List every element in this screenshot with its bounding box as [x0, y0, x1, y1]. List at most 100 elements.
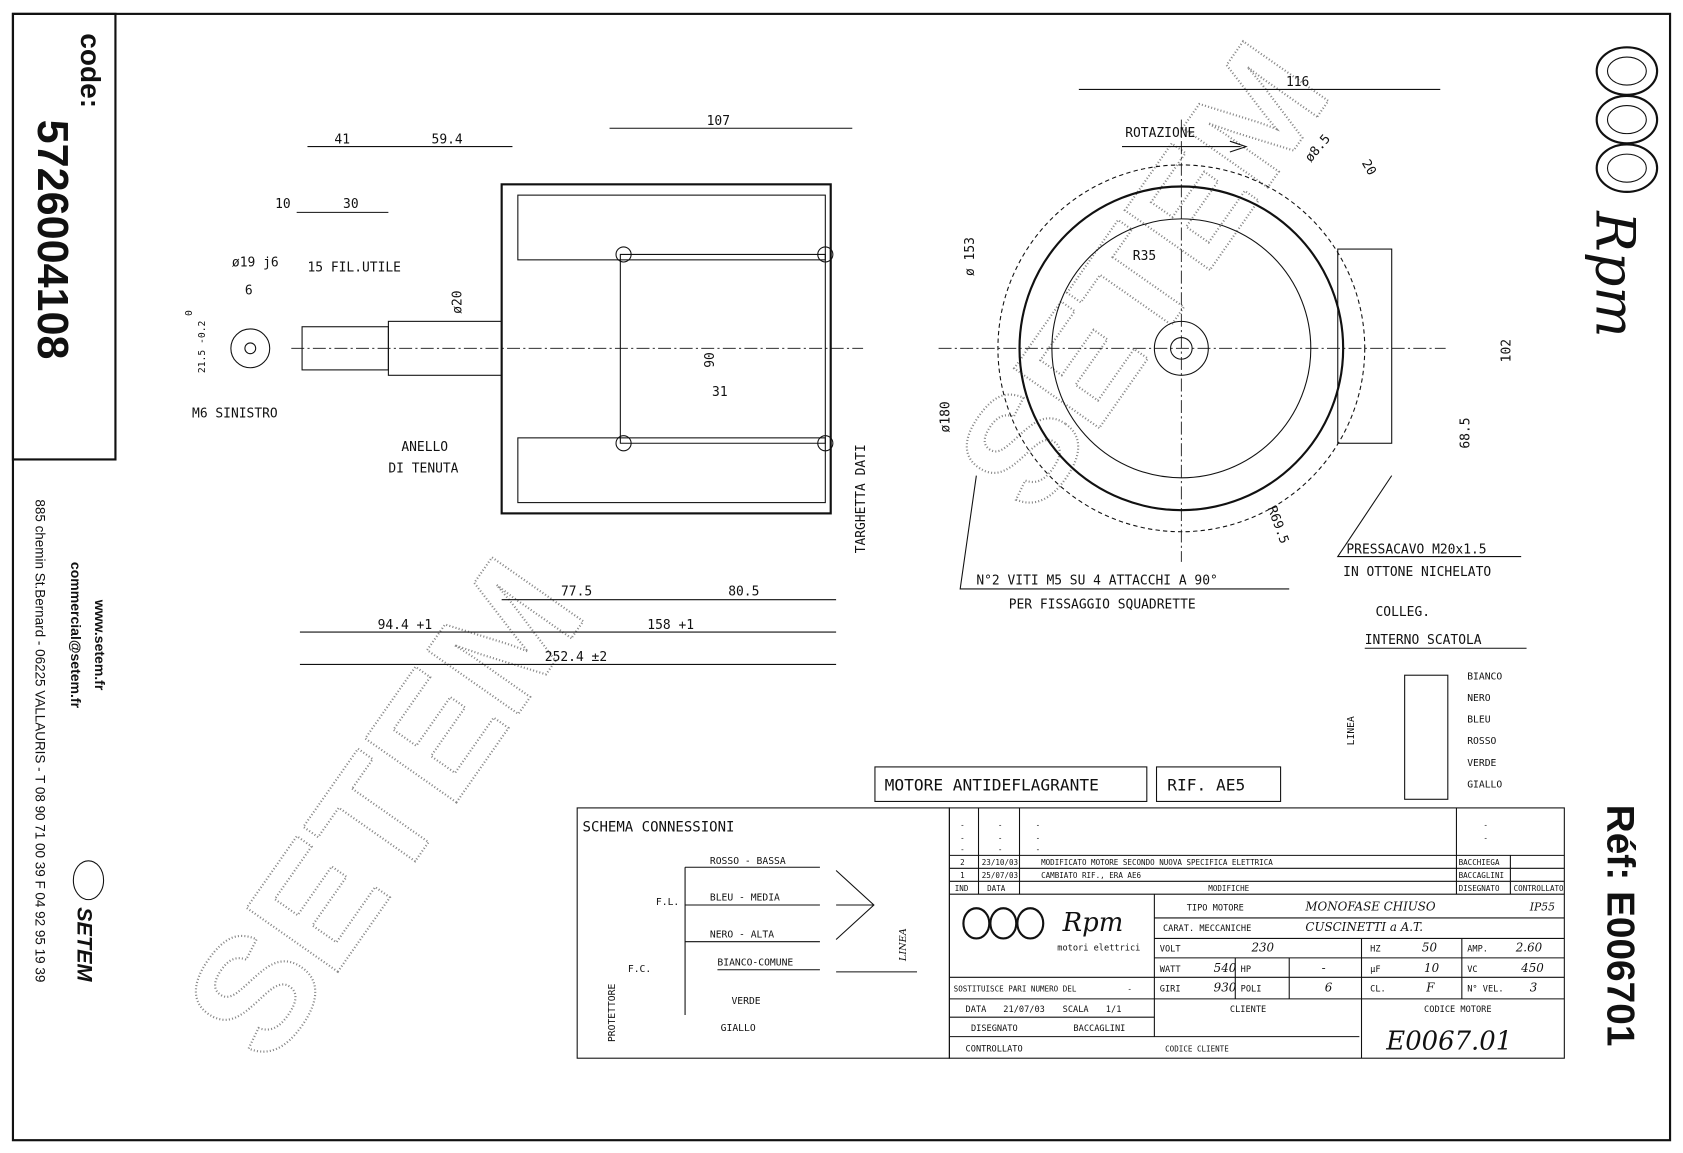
- svg-text:POLI: POLI: [1241, 984, 1262, 994]
- reference-number: Réf: E006701: [1598, 805, 1641, 1047]
- svg-text:MODIFICATO MOTORE SECONDO NUOV: MODIFICATO MOTORE SECONDO NUOVA SPECIFIC…: [1041, 858, 1273, 867]
- dim-153: ø 153: [963, 237, 978, 276]
- uf-value: 10: [1424, 961, 1440, 975]
- svg-text:CL.: CL.: [1370, 984, 1386, 994]
- setem-logo-icon: [72, 860, 105, 901]
- dim-90: 90: [703, 352, 718, 368]
- dim-30: 30: [343, 197, 359, 212]
- schema-wire-rosso: ROSSO - BASSA: [710, 856, 786, 867]
- svg-text:IND: IND: [955, 884, 969, 893]
- label-antideflagrante: MOTORE ANTIDEFLAGRANTE: [885, 776, 1099, 795]
- dim-20-front: 20: [1358, 157, 1379, 178]
- connection-schema: SCHEMA CONNESSIONI ROSSO - BASSA BLEU - …: [576, 807, 950, 1059]
- note-fissaggio: PER FISSAGGIO SQUADRETTE: [1009, 597, 1196, 612]
- motor-body: [500, 183, 832, 515]
- terminal-title-2: INTERNO SCATOLA: [1365, 633, 1482, 648]
- svg-text:WATT: WATT: [1160, 965, 1181, 975]
- sidebar: code: 5726004108 www.setem.fr commercial…: [11, 12, 117, 982]
- dim-r35: R35: [1133, 249, 1156, 264]
- poli-value: 6: [1325, 980, 1333, 994]
- dim-158: 158 +1: [647, 618, 694, 633]
- email-link[interactable]: commercial@setem.fr: [68, 562, 84, 709]
- rpm-logo-icon: [1595, 46, 1659, 193]
- dim-68-5: 68.5: [1458, 418, 1473, 449]
- side-view: 41 59.4 107 10 30 ø19 j6 15 FIL.UTILE 6 …: [184, 114, 869, 665]
- svg-text:HZ: HZ: [1370, 944, 1380, 954]
- svg-text:GIRI: GIRI: [1160, 984, 1181, 994]
- svg-text:VOLT: VOLT: [1160, 944, 1181, 954]
- dim-94-4: 94.4 +1: [378, 618, 433, 633]
- dim-21-5-upper: 0: [184, 310, 195, 316]
- label-di-tenuta: DI TENUTA: [388, 461, 458, 476]
- vc-value: 450: [1520, 961, 1544, 975]
- label-rotazione: ROTAZIONE: [1125, 126, 1195, 141]
- volt-value: 230: [1250, 940, 1274, 954]
- svg-text:CONTROLLATO: CONTROLLATO: [1514, 884, 1564, 893]
- schema-protettore: PROTETTORE: [607, 984, 618, 1042]
- svg-text:DATA: DATA: [987, 884, 1006, 893]
- disegnato-value: BACCAGLINI: [1073, 1024, 1125, 1034]
- svg-text:DISEGNATO: DISEGNATO: [971, 1024, 1018, 1034]
- dim-6: 6: [245, 283, 253, 298]
- svg-text:HP: HP: [1241, 965, 1251, 975]
- code-label: code:: [75, 33, 106, 108]
- terminal-title-1: COLLEG.: [1376, 605, 1431, 620]
- svg-text:-: -: [998, 820, 1003, 829]
- schema-title: SCHEMA CONNESSIONI: [583, 820, 735, 836]
- dim-102: 102: [1499, 339, 1514, 362]
- wire-nero: NERO: [1467, 693, 1490, 704]
- svg-text:-: -: [1127, 984, 1132, 993]
- dim-31: 31: [712, 385, 728, 400]
- setem-brand: SETEM: [73, 907, 98, 982]
- svg-text:CAMBIATO RIF., ERA AE6: CAMBIATO RIF., ERA AE6: [1041, 871, 1141, 880]
- date-value: 21/07/03: [1003, 1005, 1045, 1015]
- antideflagrante-box: [874, 766, 1148, 802]
- codice-motore-value: E0067.01: [1385, 1027, 1512, 1057]
- label-rif: RIF. AE5: [1167, 776, 1245, 795]
- svg-text:-: -: [960, 820, 965, 829]
- terminal-block: [1404, 674, 1449, 800]
- svg-text:AMP.: AMP.: [1467, 944, 1488, 954]
- svg-text:MODIFICHE: MODIFICHE: [1208, 884, 1249, 893]
- front-view: ROTAZIONE 116 ø 153 ø180 R35 102 68.5 R6…: [938, 75, 1522, 612]
- rpm-title-logo: Rpm motori elettrici: [962, 907, 1140, 953]
- svg-text:-: -: [1036, 833, 1041, 842]
- note-viti: N°2 VITI M5 SU 4 ATTACCHI A 90°: [976, 574, 1217, 589]
- watt-value: 540: [1214, 961, 1237, 975]
- rif-box: [1155, 766, 1282, 802]
- schema-wire-bianco: BIANCO-COMUNE: [717, 957, 793, 968]
- svg-text:-: -: [1483, 820, 1488, 829]
- giri-value: 930: [1214, 980, 1237, 994]
- schema-giallo: GIALLO: [721, 1023, 756, 1034]
- svg-text:2: 2: [960, 858, 965, 867]
- dim-180: ø180: [938, 401, 953, 432]
- svg-text:-: -: [960, 845, 965, 854]
- carat-value: CUSCINETTI a A.T.: [1305, 920, 1423, 934]
- svg-text:-: -: [998, 833, 1003, 842]
- label-targhetta-dati: TARGHETTA DATI: [854, 444, 869, 553]
- vel-value: 3: [1530, 980, 1538, 994]
- svg-text:-: -: [1036, 820, 1041, 829]
- cliente-label: CLIENTE: [1230, 1005, 1266, 1015]
- scala-value: 1/1: [1106, 1005, 1122, 1015]
- svg-text:25/07/03: 25/07/03: [982, 871, 1018, 880]
- svg-text:Rpm: Rpm: [1062, 908, 1124, 938]
- dim-15-fil-utile: 15 FIL.UTILE: [307, 261, 400, 276]
- label-anello: ANELLO: [401, 440, 448, 455]
- dim-252-4: 252.4 ±2: [545, 650, 607, 665]
- svg-text:-: -: [960, 833, 965, 842]
- dim-19: ø19 j6: [232, 255, 279, 270]
- label-m6-sinistro: M6 SINISTRO: [192, 406, 278, 421]
- schema-fl: F.L.: [656, 897, 679, 908]
- note-pressacavo: PRESSACAVO M20x1.5: [1346, 542, 1486, 557]
- svg-text:1: 1: [960, 871, 965, 880]
- wire-rosso: ROSSO: [1467, 736, 1496, 747]
- code-number: 5726004108: [28, 120, 76, 360]
- website-link[interactable]: www.setem.fr: [92, 599, 108, 691]
- code-box: [11, 12, 117, 461]
- dim-20: ø20: [451, 290, 466, 313]
- dim-r69-5: R69.5: [1264, 504, 1291, 546]
